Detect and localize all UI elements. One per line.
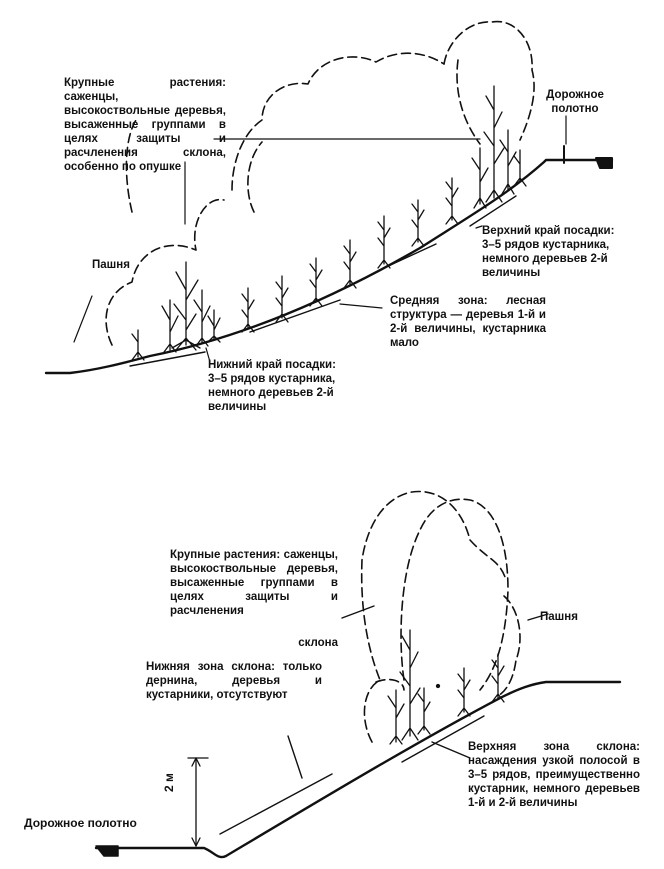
top-leader-lines	[73, 115, 567, 363]
bottom-plants	[387, 629, 505, 745]
bottom-field-label: Пашня	[540, 611, 578, 623]
top-canopy-outlines	[105, 20, 535, 346]
height-dimension	[187, 757, 209, 847]
top-lower-edge-label: Нижний край посадки: 3–5 рядов кустарник…	[208, 359, 336, 413]
bottom-large-plants-label: Крупные растения: саженцы, высокоствольн…	[170, 549, 338, 617]
top-road-label: Дорожное полотно	[546, 89, 604, 115]
top-large-plants-label: Крупные растения: саженцы, высокоствольн…	[64, 77, 226, 173]
top-plants	[131, 85, 527, 361]
bottom-large-plants-tail: склона	[298, 637, 338, 649]
bottom-ground-profile	[94, 680, 622, 859]
top-ground-profile	[44, 158, 614, 375]
top-road-marker	[563, 145, 613, 169]
bottom-road-label: Дорожное полотно	[24, 816, 137, 830]
top-zone-lines	[129, 195, 517, 367]
top-upper-edge-label: Верхний край посадки: 3–5 рядов кустарни…	[482, 225, 615, 279]
bottom-upper-zone-label: Верхняя зона склона: насаждения узкой по…	[468, 741, 640, 809]
height-label: 2 м	[162, 773, 176, 792]
bottom-zone-lines	[219, 605, 549, 835]
bottom-lower-zone-label: Нижняя зона склона: только дернина, дере…	[146, 661, 322, 701]
top-middle-zone-label: Средняя зона: лесная структура — деревья…	[390, 295, 546, 349]
top-field-label: Пашня	[92, 259, 130, 271]
bottom-road-marker	[95, 845, 119, 857]
bottom-canopy-outlines	[360, 490, 521, 743]
